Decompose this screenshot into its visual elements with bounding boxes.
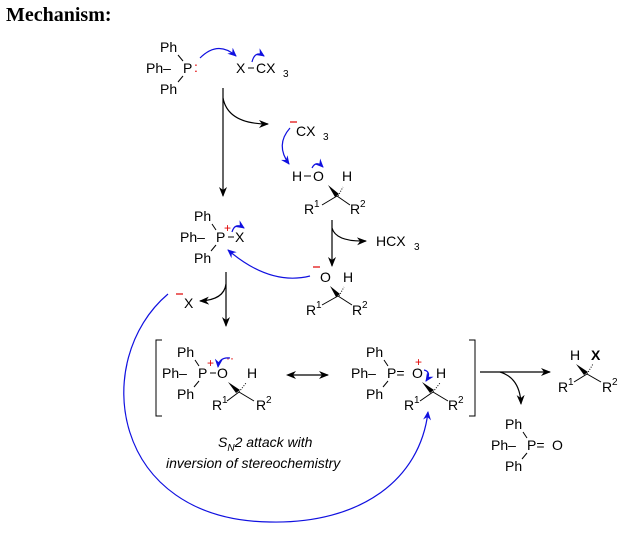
triphenylphosphine-oxide: Ph Ph– P= O Ph bbox=[491, 416, 563, 474]
positive-charge: + bbox=[224, 221, 231, 235]
x-label: X bbox=[591, 347, 601, 363]
bracket-left bbox=[155, 339, 162, 417]
x-label: X bbox=[236, 60, 246, 76]
halide-ion: X bbox=[176, 293, 194, 311]
superscript: 1 bbox=[314, 199, 320, 210]
ph-label: Ph bbox=[194, 208, 211, 224]
ph-label: Ph bbox=[177, 386, 194, 402]
ph-label: Ph– bbox=[162, 365, 187, 381]
electron-arrow bbox=[423, 369, 434, 382]
bracket-right bbox=[469, 339, 476, 417]
sn2-attack-arrow bbox=[123, 293, 432, 523]
cx3-label: CX bbox=[256, 60, 276, 76]
mechanism-title: Mechanism: bbox=[6, 4, 112, 26]
o-label: O bbox=[412, 365, 423, 381]
phosphorus-label: P bbox=[198, 365, 207, 381]
alkyl-halide-product: H X R 1 R 2 bbox=[558, 347, 618, 395]
superscript: 2 bbox=[266, 395, 272, 406]
sn2-annotation: SN2 attack with inversion of stereochemi… bbox=[166, 434, 341, 471]
ph-label: Ph bbox=[505, 458, 522, 474]
subscript: 3 bbox=[323, 132, 329, 143]
h-label: H bbox=[343, 269, 353, 285]
ph-label: Ph– bbox=[180, 229, 205, 245]
ph-label: Ph bbox=[160, 81, 177, 97]
superscript: 2 bbox=[458, 395, 464, 406]
phosphonium-halide: Ph Ph– P + X Ph bbox=[180, 208, 245, 266]
electron-arrow bbox=[214, 357, 231, 368]
phosphorus-label: P= bbox=[387, 365, 405, 381]
side-arrow bbox=[499, 371, 525, 405]
ph-label: Ph bbox=[366, 386, 383, 402]
superscript: 2 bbox=[362, 300, 368, 311]
superscript: 1 bbox=[222, 395, 228, 406]
ph-label: Ph bbox=[366, 344, 383, 360]
cx3-label: CX bbox=[296, 123, 316, 139]
ph-label: Ph bbox=[505, 416, 522, 432]
x-label: X bbox=[235, 229, 245, 245]
h-label: H bbox=[570, 347, 580, 363]
alcohol: H O H R 1 R 2 bbox=[292, 168, 366, 217]
r-label: R bbox=[212, 397, 222, 413]
phosphorus-label: P bbox=[183, 60, 192, 76]
ph-label: Ph bbox=[194, 250, 211, 266]
tetrahalomethane: X CX 3 bbox=[236, 60, 289, 80]
h-label: H bbox=[342, 168, 352, 184]
electron-arrow bbox=[199, 47, 237, 59]
superscript: 2 bbox=[612, 377, 618, 388]
haloform: HCX 3 bbox=[376, 233, 420, 253]
annotation-line-2: inversion of stereochemistry bbox=[166, 455, 341, 471]
alkoxyphosphonium-form-1: Ph Ph– P + O ·· H Ph R 1 R 2 bbox=[162, 344, 272, 413]
subscript: 3 bbox=[414, 242, 420, 253]
alkoxyphosphonium-form-2: Ph Ph– P= O + H Ph R 1 R 2 bbox=[351, 344, 464, 413]
side-arrow bbox=[199, 283, 227, 305]
ph-label: Ph– bbox=[146, 60, 171, 76]
r-label: R bbox=[404, 397, 414, 413]
ph-label: Ph– bbox=[351, 365, 376, 381]
electron-arrow bbox=[311, 158, 324, 169]
h-label: H bbox=[292, 168, 302, 184]
o-label: O bbox=[552, 437, 563, 453]
superscript: 1 bbox=[316, 300, 322, 311]
ph-label: Ph bbox=[177, 344, 194, 360]
positive-charge: + bbox=[415, 355, 422, 369]
o-label: O bbox=[320, 269, 331, 285]
h-label: H bbox=[436, 365, 446, 381]
r-label: R bbox=[256, 397, 266, 413]
electron-arrow bbox=[231, 220, 245, 233]
ph-label: Ph bbox=[160, 39, 177, 55]
ph-label: Ph– bbox=[491, 437, 516, 453]
side-arrow bbox=[331, 227, 367, 246]
phosphorus-label: P= bbox=[527, 437, 545, 453]
annotation-line-1: SN2 attack with bbox=[218, 434, 313, 454]
r-label: R bbox=[350, 201, 360, 217]
x-label: X bbox=[184, 295, 194, 311]
r-label: R bbox=[352, 302, 362, 318]
triphenylphosphine: Ph Ph– P : Ph bbox=[146, 39, 198, 97]
o-label: O bbox=[217, 365, 228, 381]
alkoxide: O H R 1 R 2 bbox=[306, 266, 368, 318]
subscript: 3 bbox=[283, 69, 289, 80]
side-arrow bbox=[222, 97, 269, 128]
phosphorus-label: P bbox=[216, 229, 225, 245]
superscript: 1 bbox=[414, 395, 420, 406]
h-label: H bbox=[247, 365, 257, 381]
superscript: 2 bbox=[360, 199, 366, 210]
electron-arrow bbox=[227, 249, 311, 279]
r-label: R bbox=[448, 397, 458, 413]
trihalomethyl-anion: CX 3 bbox=[290, 121, 329, 143]
positive-charge: + bbox=[207, 356, 214, 370]
o-label: O bbox=[313, 168, 324, 184]
electron-arrow bbox=[281, 127, 291, 165]
lone-pair: : bbox=[194, 59, 198, 75]
hcx3-label: HCX bbox=[376, 233, 406, 249]
r-label: R bbox=[602, 379, 612, 395]
superscript: 1 bbox=[568, 377, 574, 388]
electron-arrow bbox=[251, 48, 265, 63]
r-label: R bbox=[558, 379, 568, 395]
r-label: R bbox=[304, 201, 314, 217]
r-label: R bbox=[306, 302, 316, 318]
